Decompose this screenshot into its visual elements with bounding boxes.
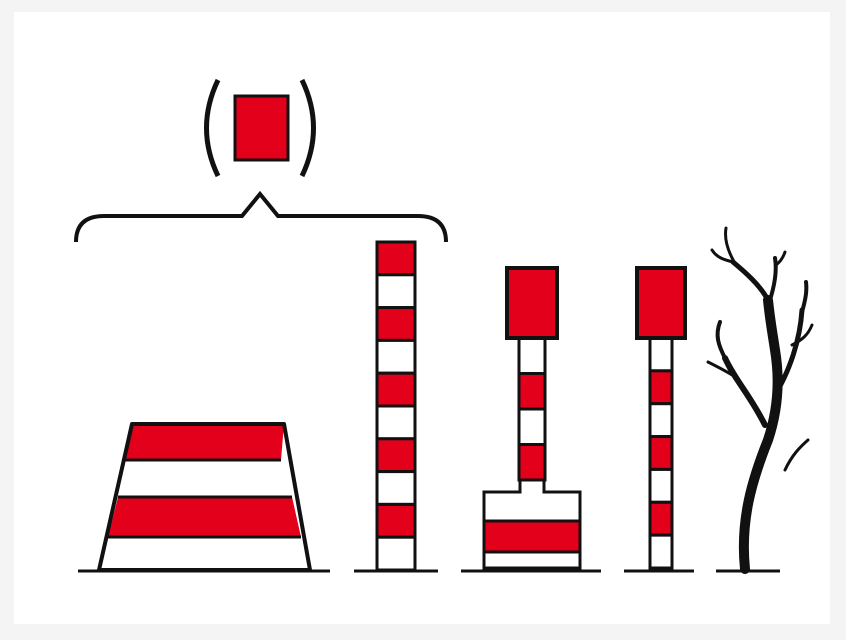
pole-segment-white [377, 340, 415, 373]
branch [802, 282, 806, 312]
pole-segment-white [377, 406, 415, 439]
pole-segment-white [650, 338, 672, 371]
striped-truncated-cone-icon [99, 424, 310, 570]
pole-segment-white [650, 535, 672, 568]
pole-with-base-and-topmark-icon [484, 268, 580, 568]
pole-segment-red [377, 373, 415, 406]
pole-segment-red [650, 371, 672, 404]
pole-segment-red [650, 502, 672, 535]
branch [718, 322, 726, 360]
pole-segment-red [377, 242, 415, 275]
right-parenthesis-icon [302, 80, 314, 176]
pole-segments [519, 338, 545, 480]
optional-topmark [207, 80, 314, 176]
cone-band-red [108, 497, 301, 537]
pole-segment-red [377, 504, 415, 537]
branch [785, 440, 808, 470]
pole-segments [650, 338, 672, 568]
tree-branch-icon [708, 228, 812, 569]
red-square-icon [235, 96, 288, 160]
branch [725, 358, 765, 425]
pole-segment-white [650, 469, 672, 502]
cone-band-white [99, 537, 310, 570]
cone-band-white [118, 460, 292, 497]
pole-segment-white [650, 404, 672, 437]
pole-segment-red [519, 445, 545, 481]
pole-segment-white [519, 338, 545, 374]
pole-segment-white [519, 409, 545, 445]
base-red-band [484, 521, 580, 552]
curly-brace-icon [76, 194, 446, 242]
trunk [744, 300, 778, 569]
pole-segment-red [519, 374, 545, 410]
pole-segment-white [377, 472, 415, 505]
striped-pole-icon [377, 242, 415, 570]
left-parenthesis-icon [207, 80, 219, 176]
branch [733, 262, 768, 300]
pole-segment-red [377, 439, 415, 472]
cone-band-red [123, 424, 284, 460]
pole-segment-white [377, 537, 415, 570]
topmark-red-square [507, 268, 557, 338]
branch [776, 252, 785, 265]
pole-segment-red [377, 308, 415, 341]
pole-segment-white [377, 275, 415, 308]
pole-segment-red [650, 437, 672, 470]
pole-with-topmark-icon [637, 268, 685, 568]
topmark-red-square [637, 268, 685, 338]
